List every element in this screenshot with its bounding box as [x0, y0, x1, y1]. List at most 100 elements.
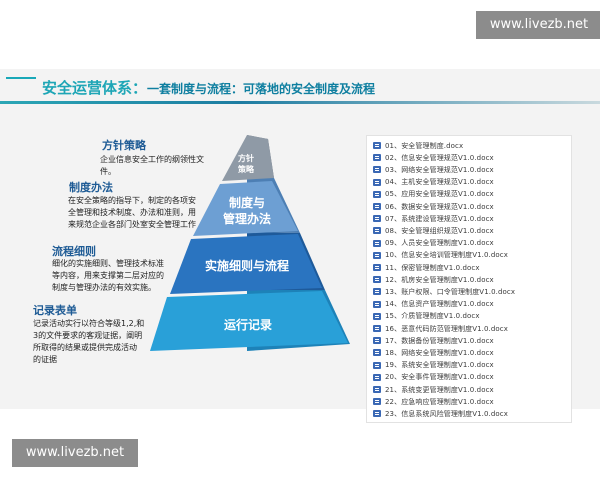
- file-name: 13、账户权限、口令管理制度V1.0.docx: [385, 287, 516, 296]
- file-item[interactable]: 17、数据备份管理制度V1.0.docx: [373, 335, 494, 346]
- word-document-icon: [373, 361, 381, 369]
- section-desc-line: 全管理和技术制度、办法和准则，用: [68, 208, 196, 217]
- pyramid-label-policy-2: 策略: [238, 164, 255, 174]
- file-item[interactable]: 05、应用安全管理规范V1.0.docx: [373, 189, 494, 200]
- file-item[interactable]: 08、安全管理组织规范V1.0.docx: [373, 225, 494, 236]
- section-desc-records: 记录活动实行以符合等级1,2,和 3的文件要求的客观证据，阐明 所取得的结果或提…: [33, 318, 158, 366]
- file-name: 12、机房安全管理制度V1.0.docx: [385, 275, 494, 284]
- section-desc-line: 的证据: [33, 355, 57, 364]
- word-document-icon: [373, 227, 381, 235]
- section-title-regulations: 制度办法: [69, 181, 113, 194]
- file-name: 04、主机安全管理规范V1.0.docx: [385, 178, 494, 187]
- word-document-icon: [373, 386, 381, 393]
- section-desc-policy: 企业信息安全工作的纲领性文 件。: [100, 154, 235, 178]
- section-title-policy: 方针策略: [102, 139, 146, 152]
- slide-title-sub: 一套制度与流程：可落地的安全制度及流程: [147, 82, 376, 96]
- section-desc-procedures: 细化的实施细则、管理技术标准 等内容，用来支撑第二层对应的 制度与管理办法的有效…: [52, 258, 182, 294]
- file-name: 01、安全管理制度.docx: [385, 141, 464, 150]
- file-item[interactable]: 11、保密管理制度V1.0.docx: [373, 262, 480, 273]
- word-document-icon: [373, 288, 381, 296]
- slide-title: 安全运营体系：一套制度与流程：可落地的安全制度及流程: [42, 77, 375, 98]
- pyramid-level-records: [150, 291, 348, 351]
- word-document-icon: [373, 154, 381, 162]
- word-document-icon: [373, 203, 381, 210]
- file-name: 21、系统变更管理制度V1.0.docx: [385, 385, 494, 394]
- slide-title-bar: 安全运营体系：一套制度与流程：可落地的安全制度及流程: [0, 69, 600, 101]
- section-desc-line: 细化的实施细则、管理技术标准: [52, 259, 164, 268]
- section-desc-line: 所取得的结果或提供完成活动: [33, 343, 137, 352]
- word-document-icon: [373, 239, 381, 247]
- file-name: 23、信息系统风险管理制度V1.0.docx: [385, 409, 508, 418]
- watermark-top: www.livezb.net: [476, 11, 600, 39]
- slide-title-main: 安全运营体系：: [42, 79, 148, 97]
- word-document-icon: [373, 142, 381, 149]
- file-name: 02、信息安全管理规范V1.0.docx: [385, 153, 494, 162]
- word-document-icon: [373, 325, 381, 332]
- file-name: 22、应急响应管理制度V1.0.docx: [385, 397, 494, 406]
- word-document-icon: [373, 349, 381, 357]
- file-item[interactable]: 01、安全管理制度.docx: [373, 140, 463, 151]
- word-document-icon: [373, 312, 381, 320]
- pyramid-label-procedures: 实施细则与流程: [205, 258, 289, 273]
- pyramid-level-policy: [222, 135, 274, 181]
- file-item[interactable]: 23、信息系统风险管理制度V1.0.docx: [373, 408, 508, 419]
- pyramid-label-regulations-1: 制度与: [229, 195, 265, 210]
- word-document-icon: [373, 276, 381, 284]
- title-divider: [0, 101, 600, 104]
- section-title-records: 记录表单: [33, 304, 77, 317]
- file-name: 06、数据安全管理规范V1.0.docx: [385, 202, 494, 211]
- file-name: 20、安全事件管理制度V1.0.docx: [385, 373, 494, 382]
- file-name: 08、安全管理组织规范V1.0.docx: [385, 226, 494, 235]
- section-desc-line: 制度与管理办法的有效实施。: [52, 283, 156, 292]
- section-desc-line: 来规范企业各部门处室安全管理工作: [68, 220, 196, 229]
- section-desc-line: 3的文件要求的客观证据，阐明: [33, 331, 143, 340]
- file-name: 19、系统安全管理制度V1.0.docx: [385, 361, 494, 370]
- file-name: 10、信息安全培训管理制度V1.0.docx: [385, 251, 508, 260]
- word-document-icon: [373, 190, 381, 198]
- word-document-icon: [373, 337, 381, 345]
- pyramid-level-procedures: [170, 234, 322, 294]
- file-item[interactable]: 04、主机安全管理规范V1.0.docx: [373, 177, 494, 188]
- file-item[interactable]: 02、信息安全管理规范V1.0.docx: [373, 152, 494, 163]
- word-document-icon: [373, 264, 381, 271]
- file-name: 07、系统建设管理规范V1.0.docx: [385, 214, 494, 223]
- file-item[interactable]: 07、系统建设管理规范V1.0.docx: [373, 213, 494, 224]
- file-item[interactable]: 15、介质管理制度V1.0.docx: [373, 311, 480, 322]
- section-desc-line: 在安全策略的指导下，制定的各项安: [68, 196, 196, 205]
- pyramid-label-records: 运行记录: [224, 317, 272, 332]
- file-item[interactable]: 19、系统安全管理制度V1.0.docx: [373, 360, 494, 371]
- pyramid-diagram: 方针 策略 制度与 管理办法 实施细则与流程 运行记录: [150, 135, 350, 351]
- file-item[interactable]: 03、网络安全管理规范V1.0.docx: [373, 164, 494, 175]
- file-name: 15、介质管理制度V1.0.docx: [385, 312, 480, 321]
- file-item[interactable]: 06、数据安全管理规范V1.0.docx: [373, 201, 494, 212]
- word-document-icon: [373, 300, 381, 308]
- section-desc-regulations: 在安全策略的指导下，制定的各项安 全管理和技术制度、办法和准则，用 来规范企业各…: [68, 195, 218, 231]
- title-accent: [6, 77, 36, 79]
- file-name: 17、数据备份管理制度V1.0.docx: [385, 336, 494, 345]
- section-desc-line: 企业信息安全工作的纲领性文: [100, 155, 204, 164]
- word-document-icon: [373, 410, 381, 418]
- word-document-icon: [373, 251, 381, 259]
- file-name: 09、人员安全管理制度V1.0.docx: [385, 239, 494, 248]
- file-list: 01、安全管理制度.docx 02、信息安全管理规范V1.0.docx 03、网络安…: [366, 135, 572, 423]
- file-item[interactable]: 21、系统变更管理制度V1.0.docx: [373, 384, 494, 395]
- file-item[interactable]: 14、信息资产管理制度V1.0.docx: [373, 299, 494, 310]
- file-item[interactable]: 09、人员安全管理制度V1.0.docx: [373, 238, 494, 249]
- file-name: 03、网络安全管理规范V1.0.docx: [385, 165, 494, 174]
- file-item[interactable]: 10、信息安全培训管理制度V1.0.docx: [373, 250, 508, 261]
- file-item[interactable]: 18、网络安全管理制度V1.0.docx: [373, 347, 494, 358]
- file-item[interactable]: 20、安全事件管理制度V1.0.docx: [373, 372, 494, 383]
- file-item[interactable]: 13、账户权限、口令管理制度V1.0.docx: [373, 286, 515, 297]
- file-item[interactable]: 16、恶意代码防范管理制度V1.0.docx: [373, 323, 508, 334]
- word-document-icon: [373, 215, 381, 223]
- file-name: 11、保密管理制度V1.0.docx: [385, 263, 480, 272]
- file-name: 18、网络安全管理制度V1.0.docx: [385, 348, 494, 357]
- word-document-icon: [373, 166, 381, 174]
- section-desc-line: 件。: [100, 167, 116, 176]
- word-document-icon: [373, 373, 381, 381]
- section-desc-line: 记录活动实行以符合等级1,2,和: [33, 319, 145, 328]
- section-title-procedures: 流程细则: [52, 245, 96, 258]
- file-name: 16、恶意代码防范管理制度V1.0.docx: [385, 324, 508, 333]
- file-item[interactable]: 12、机房安全管理制度V1.0.docx: [373, 274, 494, 285]
- file-item[interactable]: 22、应急响应管理制度V1.0.docx: [373, 396, 494, 407]
